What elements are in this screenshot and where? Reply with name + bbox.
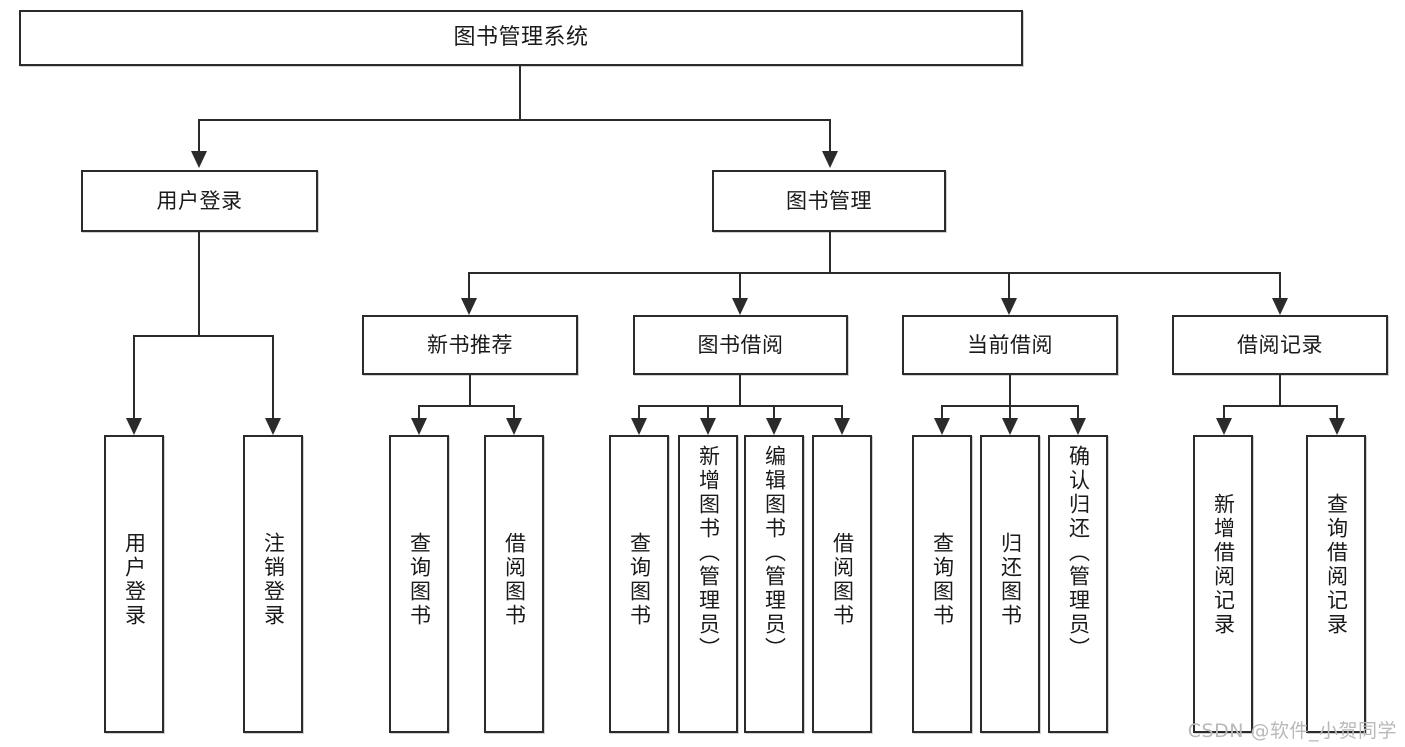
node-label: 新书推荐 — [427, 332, 513, 357]
node-label: 图书管理系统 — [453, 25, 589, 51]
connector-bb-1 — [638, 405, 640, 418]
node-book-management[interactable]: 图书管理 — [712, 170, 946, 232]
node-leaf-query-record[interactable]: 查询借阅记录 — [1306, 435, 1366, 733]
arrowhead-leaf-edit-book — [766, 418, 782, 435]
connector-br-left — [1223, 405, 1225, 418]
arrowhead-leaf-query-book-2 — [631, 418, 647, 435]
node-new-book-recommend[interactable]: 新书推荐 — [362, 315, 578, 375]
connector-level3-bus — [468, 272, 1280, 274]
connector-new-book-recommend-bus — [418, 405, 514, 407]
connector-to-new-book-recommend — [468, 272, 470, 298]
node-label: 新增图书（管理员） — [696, 445, 721, 661]
node-leaf-logout-login[interactable]: 注销登录 — [243, 435, 303, 733]
node-label: 查询借阅记录 — [1324, 493, 1349, 637]
connector-cb-2 — [1009, 405, 1011, 418]
connector-cb-3 — [1077, 405, 1079, 418]
connector-bb-2 — [707, 405, 709, 418]
arrowhead-leaf-user-login — [126, 418, 142, 435]
arrowhead-leaf-confirm-return — [1070, 418, 1086, 435]
node-label: 借阅图书 — [830, 532, 855, 628]
connector-user-login-left — [133, 335, 135, 418]
arrowhead-leaf-query-book-1 — [411, 418, 427, 435]
watermark-text: CSDN @软件_小贺同学 — [1187, 720, 1397, 742]
node-borrow-record[interactable]: 借阅记录 — [1172, 315, 1388, 375]
connector-cb-1 — [941, 405, 943, 418]
connector-bb-3 — [773, 405, 775, 418]
arrowhead-borrow-record — [1272, 298, 1288, 315]
connector-to-borrow-record — [1279, 272, 1281, 298]
node-leaf-edit-book[interactable]: 编辑图书（管理员） — [744, 435, 804, 733]
connector-to-book-borrow — [739, 272, 741, 298]
node-label: 查询图书 — [627, 532, 652, 628]
node-label: 当前借阅 — [967, 332, 1053, 357]
node-label: 注销登录 — [261, 532, 286, 628]
node-leaf-borrow-book-2[interactable]: 借阅图书 — [812, 435, 872, 733]
arrowhead-leaf-add-book — [700, 418, 716, 435]
node-book-management-system[interactable]: 图书管理系统 — [19, 10, 1023, 66]
connector-user-login-stem — [198, 232, 200, 336]
arrowhead-user-login — [191, 151, 207, 168]
node-label: 编辑图书（管理员） — [762, 445, 787, 661]
node-leaf-user-login[interactable]: 用户登录 — [104, 435, 164, 733]
node-label: 新增借阅记录 — [1211, 493, 1236, 637]
node-label: 图书借阅 — [697, 332, 784, 357]
arrowhead-leaf-borrow-book-2 — [834, 418, 850, 435]
node-label: 用户登录 — [156, 188, 243, 213]
node-leaf-confirm-return[interactable]: 确认归还（管理员） — [1048, 435, 1108, 733]
node-current-borrow[interactable]: 当前借阅 — [902, 315, 1118, 375]
node-label: 确认归还（管理员） — [1066, 445, 1091, 661]
connector-to-book-management — [829, 119, 831, 151]
node-label: 图书管理 — [786, 188, 872, 213]
arrowhead-leaf-logout-login — [265, 418, 281, 435]
arrowhead-leaf-borrow-book-1 — [506, 418, 522, 435]
connector-nbr-left — [418, 405, 420, 418]
node-label: 查询图书 — [930, 532, 955, 628]
connector-bb-4 — [841, 405, 843, 418]
node-user-login[interactable]: 用户登录 — [81, 170, 318, 232]
node-leaf-return-book[interactable]: 归还图书 — [980, 435, 1040, 733]
arrowhead-leaf-query-record — [1329, 418, 1345, 435]
connector-book-borrow-stem — [739, 375, 741, 406]
connector-borrow-record-stem — [1279, 375, 1281, 406]
node-leaf-borrow-book-1[interactable]: 借阅图书 — [484, 435, 544, 733]
arrowhead-current-borrow — [1001, 298, 1017, 315]
node-leaf-query-book-3[interactable]: 查询图书 — [912, 435, 972, 733]
connector-borrow-record-bus — [1223, 405, 1337, 407]
connector-current-borrow-stem — [1009, 375, 1011, 406]
connector-to-current-borrow — [1008, 272, 1010, 298]
arrowhead-book-management — [822, 151, 838, 168]
node-label: 借阅记录 — [1237, 332, 1323, 357]
node-leaf-add-book[interactable]: 新增图书（管理员） — [678, 435, 738, 733]
arrowhead-book-borrow — [732, 298, 748, 315]
arrowhead-leaf-query-book-3 — [934, 418, 950, 435]
node-label: 归还图书 — [998, 532, 1023, 628]
node-leaf-query-book-2[interactable]: 查询图书 — [609, 435, 669, 733]
connector-book-borrow-bus — [638, 405, 842, 407]
arrowhead-new-book-recommend — [461, 298, 477, 315]
node-label: 用户登录 — [122, 532, 147, 628]
node-label: 借阅图书 — [502, 532, 527, 628]
connector-user-login-right — [272, 335, 274, 418]
connector-to-user-login — [198, 119, 200, 151]
arrowhead-leaf-add-record — [1216, 418, 1232, 435]
connector-nbr-right — [513, 405, 515, 418]
connector-level2-bus — [198, 119, 830, 121]
arrowhead-leaf-return-book — [1002, 418, 1018, 435]
connector-br-right — [1336, 405, 1338, 418]
connector-new-book-recommend-stem — [469, 375, 471, 406]
node-leaf-query-book-1[interactable]: 查询图书 — [389, 435, 449, 733]
node-leaf-add-record[interactable]: 新增借阅记录 — [1193, 435, 1253, 733]
node-label: 查询图书 — [407, 532, 432, 628]
connector-user-login-bus — [133, 335, 273, 337]
node-book-borrow[interactable]: 图书借阅 — [633, 315, 848, 375]
connector-title-stem — [519, 66, 521, 120]
connector-book-management-stem — [829, 232, 831, 273]
